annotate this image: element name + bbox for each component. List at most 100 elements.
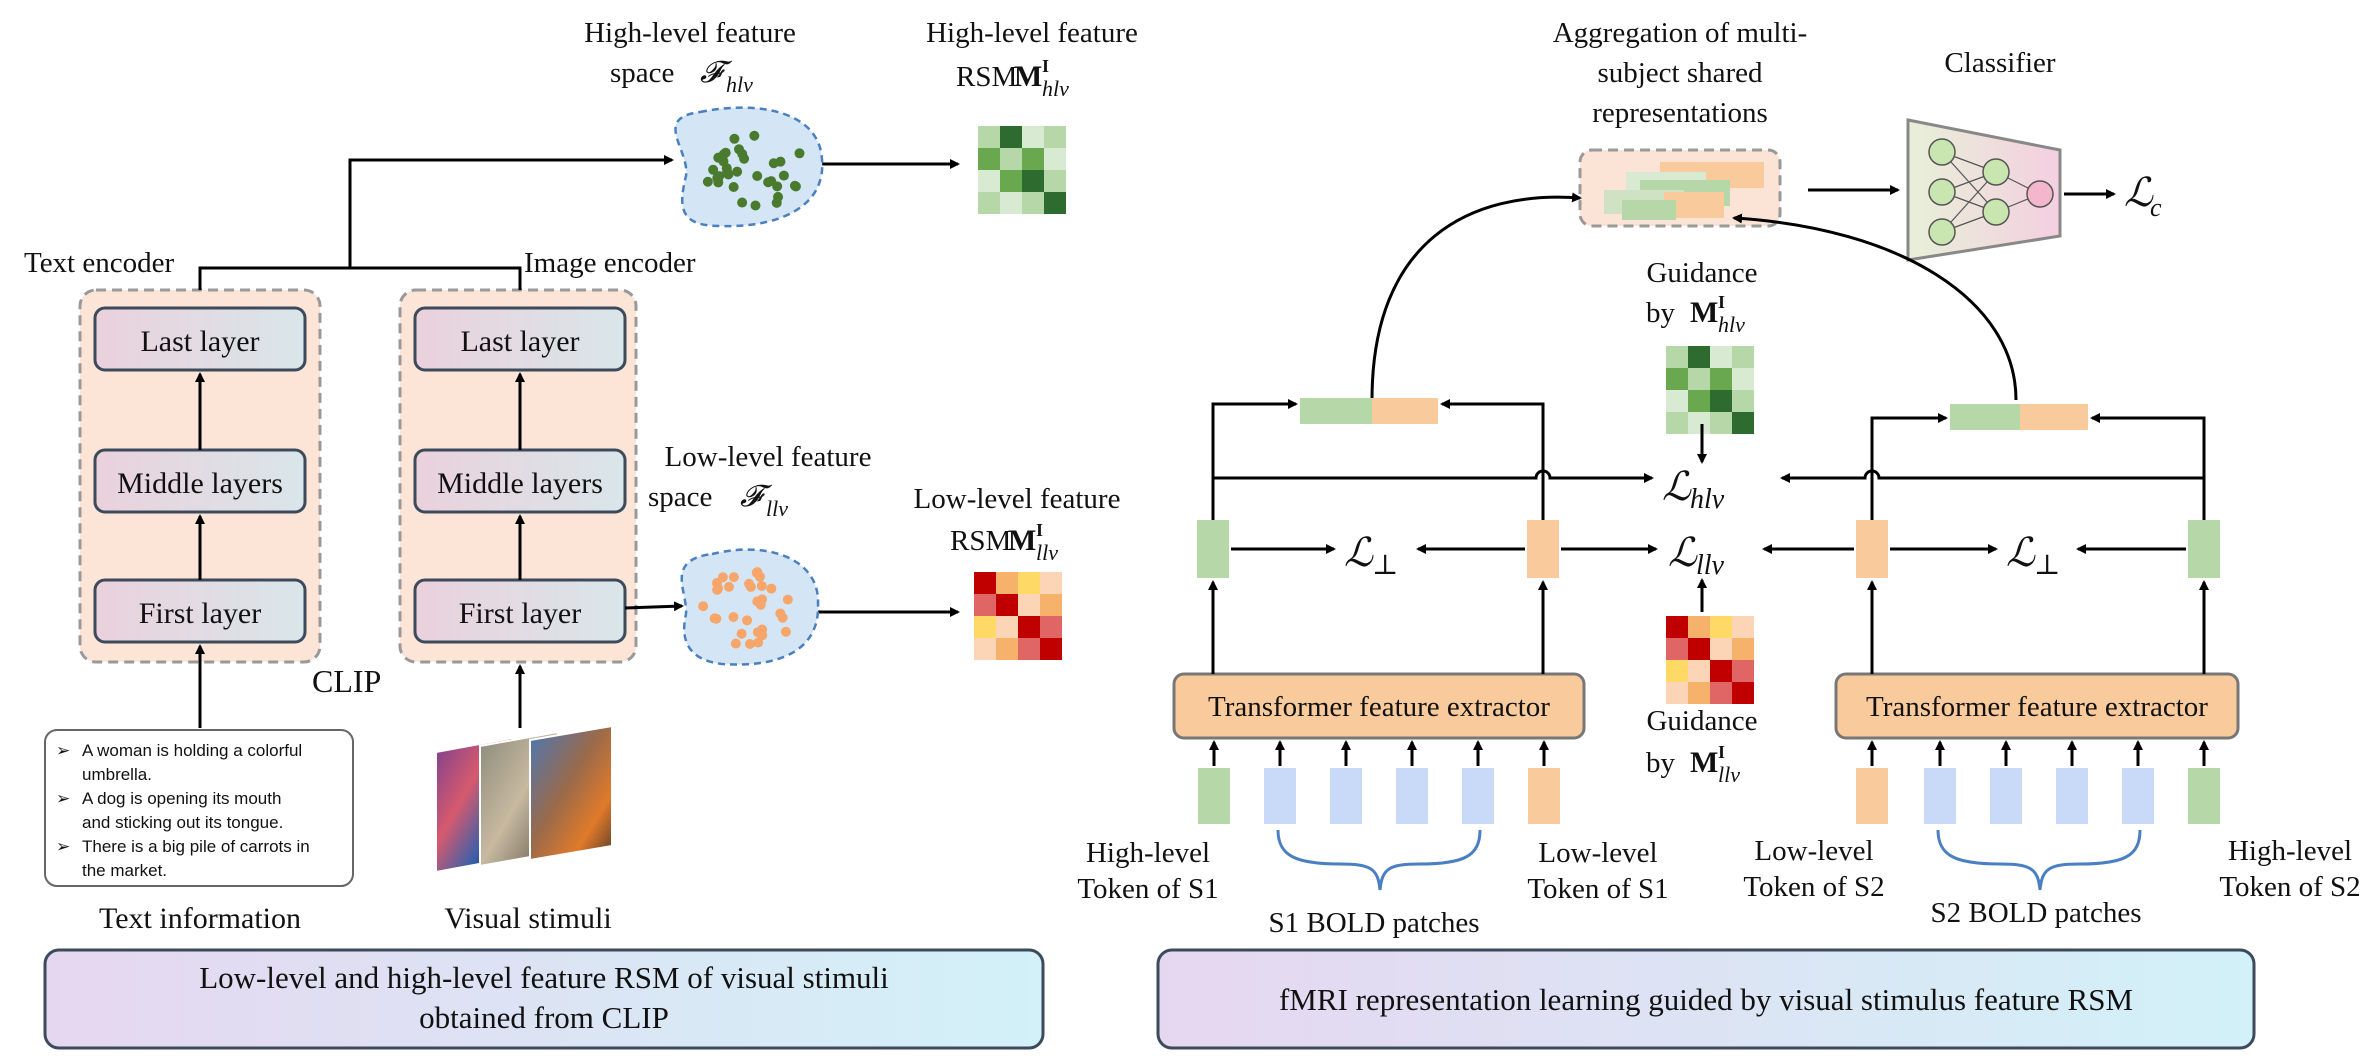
- s2-hl-input-token: [2188, 768, 2220, 824]
- matrix-cell: [1688, 390, 1710, 412]
- feature-dot: [766, 583, 777, 594]
- s2-patch-3: [2056, 768, 2088, 824]
- matrix-cell: [1710, 682, 1732, 704]
- feature-dot: [729, 133, 740, 144]
- feature-dot: [778, 170, 789, 181]
- guidance-hlv-by: by: [1646, 297, 1676, 329]
- aggregation-line3: representations: [1592, 97, 1768, 129]
- matrix-cell: [1688, 638, 1710, 660]
- s1-patch-2: [1330, 768, 1362, 824]
- hlv-rsm-M: M: [1014, 60, 1042, 93]
- s2-patch-2: [1990, 768, 2022, 824]
- left-banner-line2: obtained from CLIP: [419, 1000, 669, 1035]
- arrow-encoders-to-hlv-space: [198, 266, 522, 290]
- s1-ll-token-line2: Token of S1: [1527, 873, 1668, 905]
- s1-hl-token-line1: High-level: [1086, 837, 1210, 869]
- matrix-cell: [1732, 682, 1754, 704]
- matrix-cell: [1666, 616, 1688, 638]
- matrix-cell: [1000, 148, 1022, 170]
- loss-hlv-sub: hlv: [1690, 484, 1725, 515]
- right-banner-text: fMRI representation learning guided by v…: [1279, 982, 2133, 1017]
- network-node: [1928, 138, 1956, 166]
- feature-dot: [736, 628, 747, 639]
- matrix-cell: [1732, 412, 1754, 434]
- llv-space-subscript: llv: [766, 496, 788, 521]
- llv-rsm-word: RSM: [950, 525, 1011, 557]
- visual-stimuli-images: [435, 724, 613, 874]
- matrix-cell: [1732, 390, 1754, 412]
- llv-space-word: space: [648, 481, 712, 513]
- hlv-rsm-sub: hlv: [1042, 76, 1069, 101]
- network-node: [1928, 218, 1956, 246]
- feature-dot: [737, 197, 748, 208]
- llv-feature-dots: [698, 567, 793, 650]
- s2-ll-token-line1: Low-level: [1754, 835, 1873, 867]
- bullet-icon: ➢: [56, 741, 70, 760]
- text-last-layer-label: Last layer: [140, 325, 259, 358]
- s1-patch-3: [1396, 768, 1428, 824]
- guidance-llv-M: M: [1690, 746, 1718, 779]
- feature-dot: [753, 637, 764, 648]
- matrix-cell: [1732, 638, 1754, 660]
- guidance-hlv-matrix: [1666, 346, 1754, 434]
- feature-dot: [713, 583, 724, 594]
- guidance-llv-label: Guidance: [1646, 705, 1757, 737]
- matrix-cell: [1666, 682, 1688, 704]
- matrix-cell: [1688, 682, 1710, 704]
- matrix-cell: [996, 572, 1018, 594]
- feature-dot: [777, 612, 788, 623]
- matrix-cell: [1044, 170, 1066, 192]
- s1-patch-1: [1264, 768, 1296, 824]
- loss-hlv-symbol: ℒ: [1662, 464, 1692, 509]
- matrix-cell: [1688, 660, 1710, 682]
- feature-dot: [728, 612, 739, 623]
- loss-llv-symbol: ℒ: [1668, 530, 1698, 575]
- guidance-hlv-label: Guidance: [1646, 257, 1757, 289]
- left-banner: [43, 948, 1045, 1050]
- s2-hl-token-line2: Token of S2: [2219, 871, 2360, 903]
- loss-perp-s1-sub: ⊥: [1372, 550, 1398, 581]
- matrix-cell: [1666, 346, 1688, 368]
- llv-rsm-M: M: [1008, 524, 1036, 557]
- hlv-space-title: High-level feature: [584, 17, 796, 49]
- s2-ll-input-token: [1856, 768, 1888, 824]
- matrix-cell: [1666, 368, 1688, 390]
- s1-ll-output-token: [1527, 520, 1559, 578]
- loss-perp-s1-symbol: ℒ: [1344, 530, 1374, 575]
- matrix-cell: [1022, 170, 1044, 192]
- guidance-hlv-M: M: [1690, 296, 1718, 329]
- s1-hl-output-token: [1197, 520, 1229, 578]
- loss-c-symbol: ℒ: [2124, 170, 2154, 215]
- loss-perp-s2-sub: ⊥: [2034, 550, 2060, 581]
- feature-dot: [755, 599, 766, 610]
- matrix-cell: [1666, 660, 1688, 682]
- llv-space-title: Low-level feature: [665, 441, 872, 473]
- arrow-encoders-to-hlv-space-2: [348, 155, 674, 268]
- matrix-cell: [1666, 638, 1688, 660]
- text-item-2a: A dog is opening its mouth: [82, 789, 281, 808]
- matrix-cell: [978, 126, 1000, 148]
- feature-dot: [724, 581, 735, 592]
- feature-dot: [718, 156, 729, 167]
- matrix-cell: [1688, 346, 1710, 368]
- feature-dot: [780, 626, 791, 637]
- bullet-icon: ➢: [56, 789, 70, 808]
- network-output-node: [2026, 180, 2054, 208]
- arrow-s2-rep-to-aggregation: [1732, 213, 2018, 401]
- s1-rep-green: [1300, 398, 1372, 424]
- matrix-cell: [1040, 572, 1062, 594]
- matrix-cell: [1044, 126, 1066, 148]
- visual-stimuli-label: Visual stimuli: [444, 902, 611, 935]
- text-item-3b: the market.: [82, 861, 167, 880]
- image-middle-layers-label: Middle layers: [437, 467, 603, 500]
- matrix-cell: [1710, 660, 1732, 682]
- feature-dot: [745, 581, 756, 592]
- image-first-layer-label: First layer: [459, 597, 581, 630]
- matrix-cell: [1710, 616, 1732, 638]
- feature-dot: [728, 181, 739, 192]
- feature-dot: [756, 580, 767, 591]
- text-item-3a: There is a big pile of carrots in: [82, 837, 310, 856]
- hlv-feature-space-blob: [674, 106, 824, 228]
- llv-rsm-sup: I: [1036, 520, 1043, 540]
